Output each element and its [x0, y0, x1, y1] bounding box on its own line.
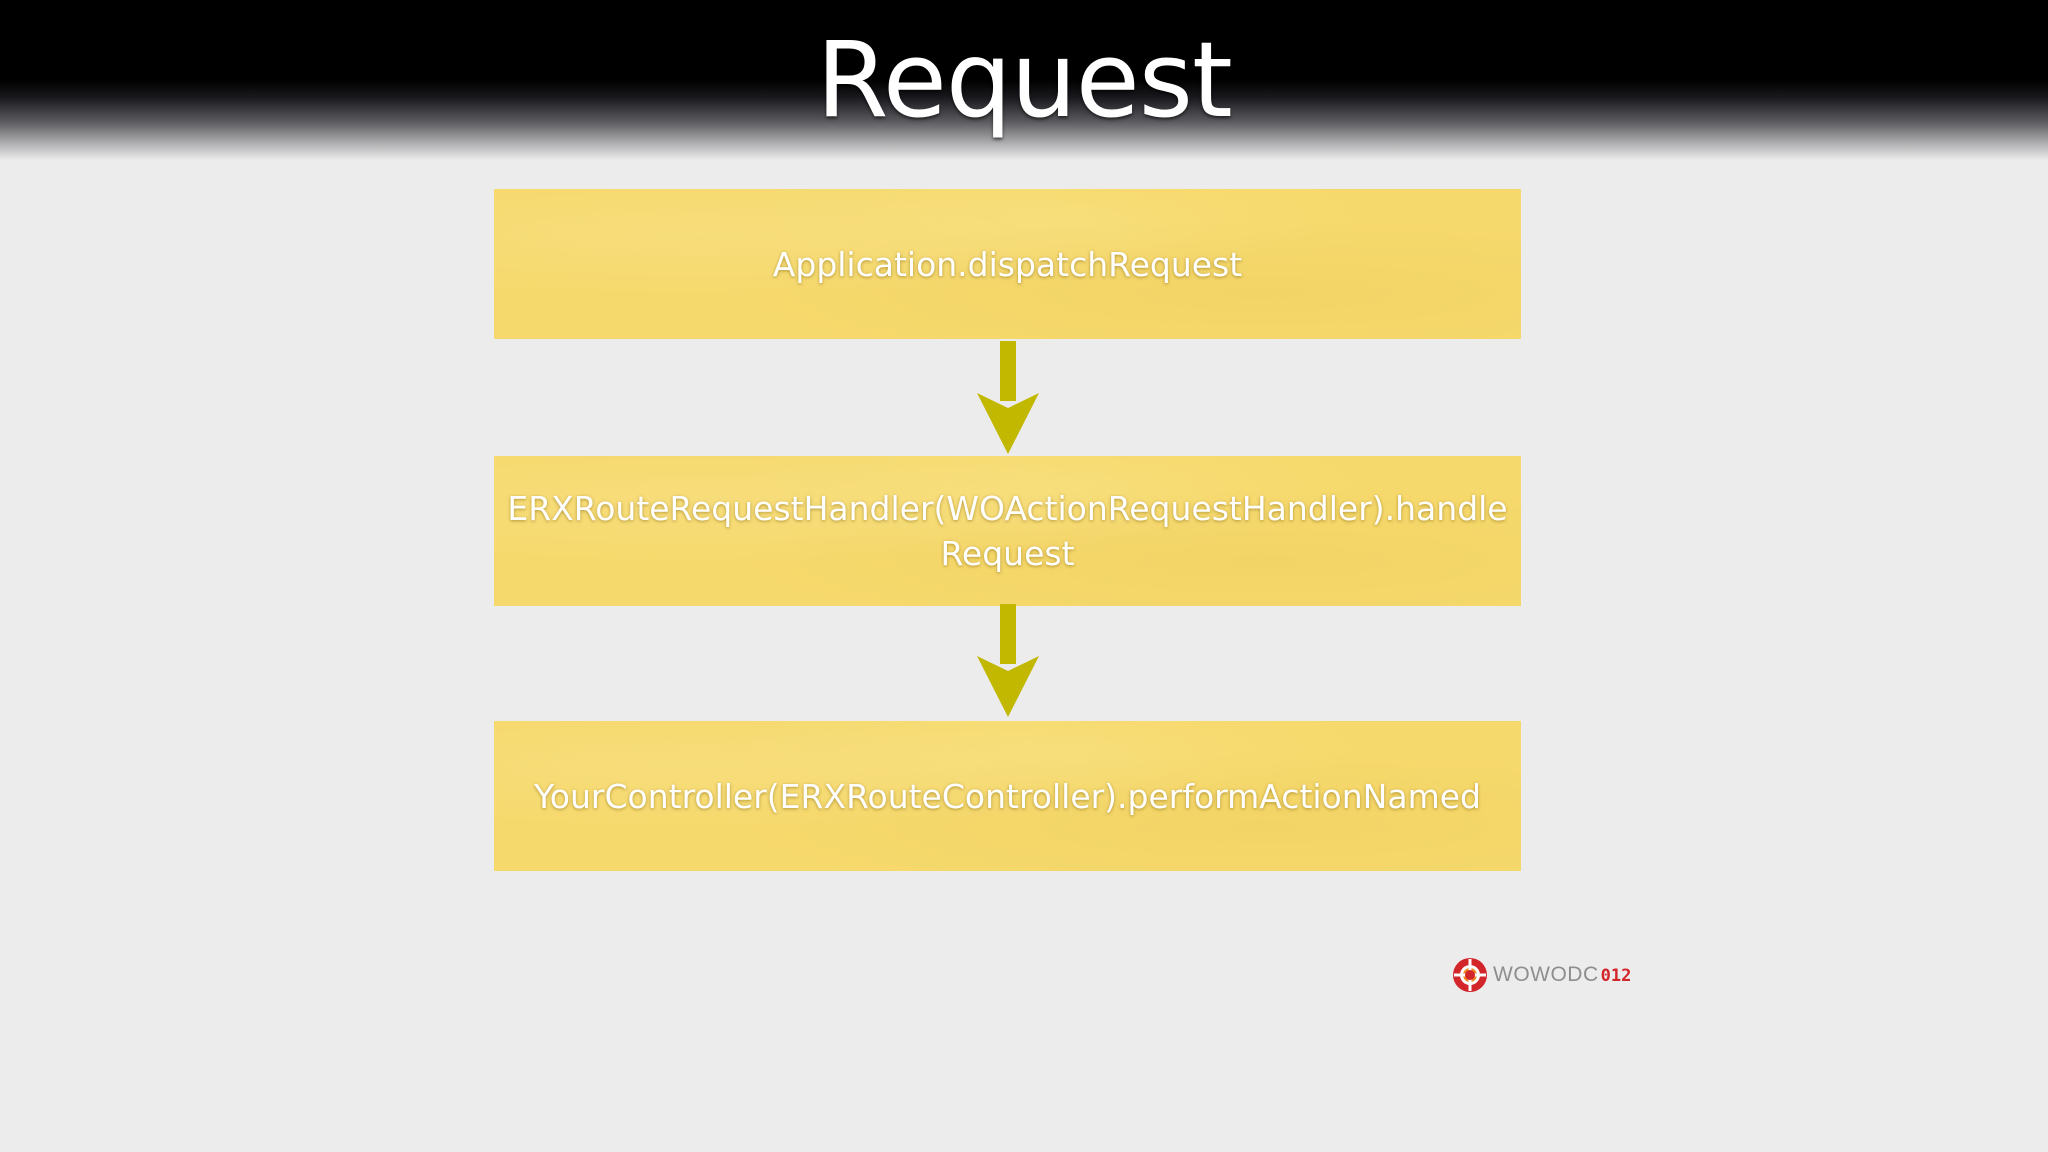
wowodc-logo-icon	[1453, 958, 1487, 992]
flow-step-label: Application.dispatchRequest	[772, 244, 1243, 284]
logo-name: WOWODC	[1493, 963, 1599, 986]
down-arrow-icon	[977, 604, 1039, 717]
down-arrow-icon	[977, 341, 1039, 454]
flow-step-label: YourController(ERXRouteController).perfo…	[534, 776, 1481, 816]
flow-step-handle-request: ERXRouteRequestHandler(WOActionRequestHa…	[494, 456, 1521, 606]
flow-step-perform-action: YourController(ERXRouteController).perfo…	[494, 721, 1521, 871]
slide-title: Request	[816, 19, 1232, 141]
title-bar	[0, 0, 2048, 160]
wowodc-logo: WOWODC 012	[1452, 957, 1631, 993]
flow-step-label: ERXRouteRequestHandler(WOActionRequestHa…	[507, 489, 1508, 573]
logo-year: 012	[1600, 966, 1632, 986]
flow-step-dispatch-request: Application.dispatchRequest	[494, 189, 1521, 339]
